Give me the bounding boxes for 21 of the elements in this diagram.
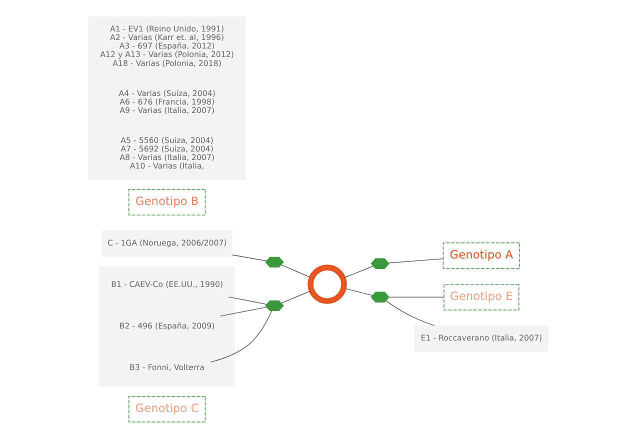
node-picture (264, 256, 284, 268)
node-box: Genotipo C (128, 396, 206, 422)
node-box: Genotipo B (128, 189, 206, 216)
connector (231, 254, 266, 262)
node-picture (264, 300, 284, 312)
cluster (98, 266, 234, 387)
connector (280, 264, 310, 278)
connector (388, 296, 444, 298)
connector (280, 290, 310, 304)
node-picture (370, 258, 389, 269)
node-picture (370, 292, 389, 302)
connector (344, 266, 373, 278)
node-picture (307, 264, 346, 304)
node-box: Genotipo A (442, 242, 520, 269)
connector (228, 296, 267, 305)
connector (220, 306, 267, 316)
connector (344, 288, 372, 296)
connector (388, 258, 443, 264)
node-box: Genotipo E (443, 284, 519, 310)
connector (210, 310, 272, 362)
connector (385, 300, 434, 326)
